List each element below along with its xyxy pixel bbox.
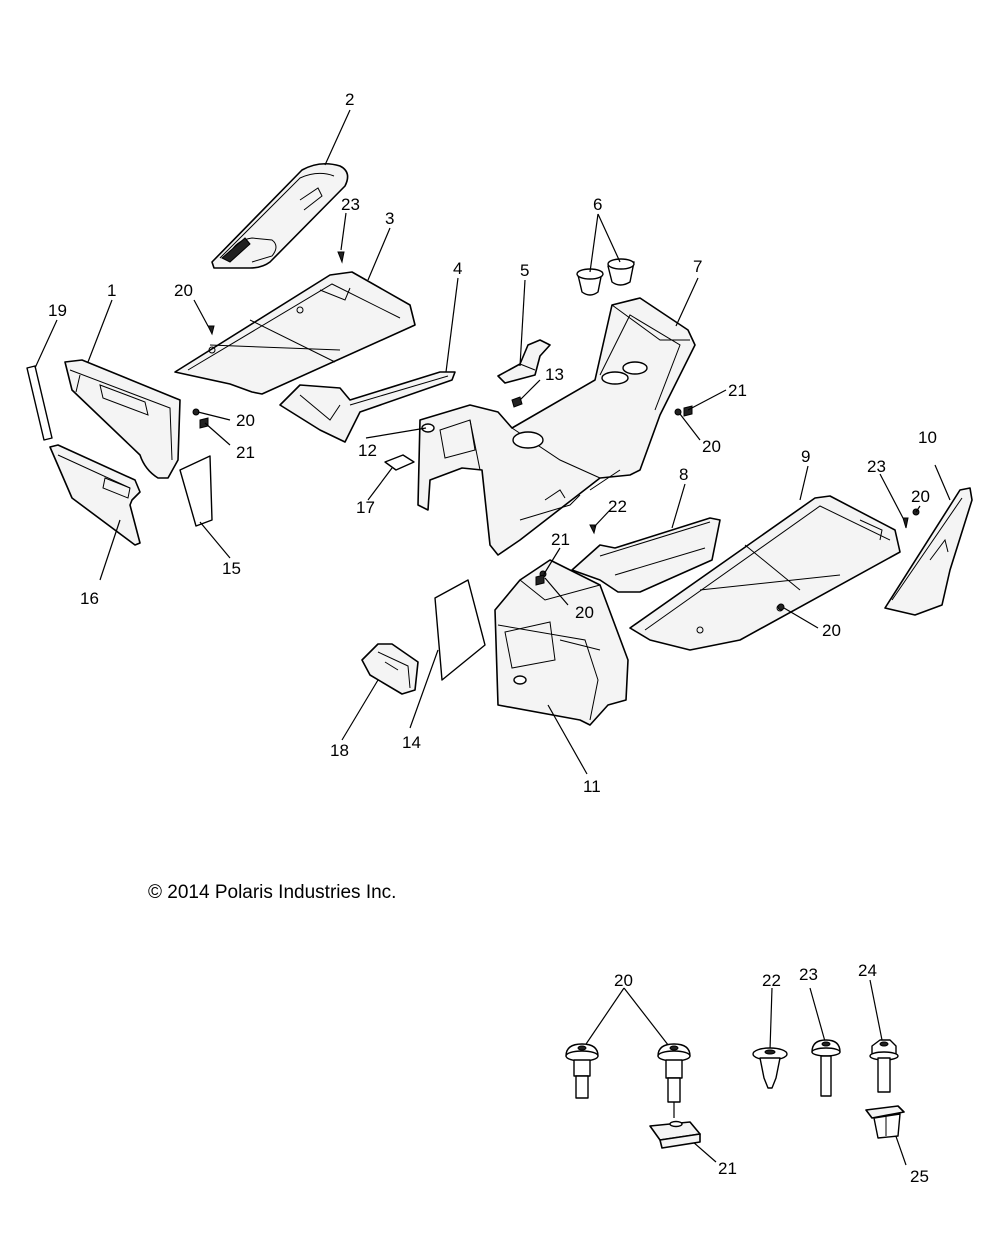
callout-15: 15 — [222, 559, 241, 578]
copyright-notice: © 2014 Polaris Industries Inc. — [148, 882, 396, 903]
callout-23: 23 — [341, 195, 360, 214]
callout-25: 25 — [910, 1167, 929, 1186]
callout-9: 9 — [801, 447, 810, 466]
callout-21: 21 — [236, 443, 255, 462]
part-7-console — [417, 297, 696, 556]
part-16-liner — [49, 444, 141, 546]
hardware-25-nut — [865, 1105, 905, 1139]
part-1-door-panel — [64, 359, 181, 479]
callout-22: 22 — [608, 497, 627, 516]
callout-17: 17 — [356, 498, 375, 517]
callout-8: 8 — [679, 465, 688, 484]
callout-20: 20 — [174, 281, 193, 300]
part-4-sill — [279, 371, 456, 443]
callout-18: 18 — [330, 741, 349, 760]
callout-5: 5 — [520, 261, 529, 280]
part-15-panel — [179, 455, 213, 527]
callout-12: 12 — [358, 441, 377, 460]
leader-lines — [34, 109, 951, 1166]
hardware-21-clip-nut — [649, 1120, 701, 1149]
callout-20d: 20 — [575, 603, 594, 622]
part-9-floor-panel — [629, 495, 901, 651]
callout-3: 3 — [385, 209, 394, 228]
callout-19: 19 — [48, 301, 67, 320]
callout-20e: 20 — [911, 487, 930, 506]
callout-21b: 21 — [728, 381, 747, 400]
hardware-20-bolt-b — [657, 1043, 691, 1118]
callout-10: 10 — [918, 428, 937, 447]
part-6-cup-holders — [576, 258, 635, 296]
callout-1: 1 — [107, 281, 116, 300]
part-17-pad — [384, 454, 415, 471]
part-18-bracket — [361, 643, 419, 695]
callout-11: 11 — [583, 777, 601, 796]
callout-13: 13 — [545, 365, 564, 384]
part-10-door-panel — [884, 487, 973, 616]
callout-20f: 20 — [822, 621, 841, 640]
part-13-clip — [511, 396, 523, 408]
part-12-grommet — [421, 423, 435, 433]
callout-21c: 21 — [551, 530, 570, 549]
callout-7: 7 — [693, 257, 702, 276]
part-11-console-front — [494, 559, 629, 726]
callout-20c: 20 — [702, 437, 721, 456]
hardware-20-bolt-a — [565, 1043, 599, 1099]
hardware-23-screw — [811, 1039, 841, 1097]
callout-20b: 20 — [236, 411, 255, 430]
callout-21d: 21 — [718, 1159, 737, 1178]
part-3-floor-panel — [174, 271, 416, 395]
callout-labels: 2 23 3 20 1 19 4 5 6 7 13 20 21 12 21 20… — [48, 90, 937, 1186]
callout-24: 24 — [858, 961, 877, 980]
callout-23b: 23 — [867, 457, 886, 476]
part-14-panel — [434, 579, 486, 681]
callout-4: 4 — [453, 259, 462, 278]
part-5-bracket — [497, 339, 551, 384]
part-8-tray — [571, 517, 721, 593]
callout-23c: 23 — [799, 965, 818, 984]
callout-16: 16 — [80, 589, 99, 608]
callout-14: 14 — [402, 733, 421, 752]
callout-2: 2 — [345, 90, 354, 109]
callout-22b: 22 — [762, 971, 781, 990]
callout-6: 6 — [593, 195, 602, 214]
hardware-24-bolt — [869, 1039, 899, 1093]
part-19-strip — [26, 365, 53, 441]
callout-20g: 20 — [614, 971, 633, 990]
hardware-22-push-rivet — [752, 1047, 788, 1089]
part-2-cushion — [211, 162, 349, 269]
